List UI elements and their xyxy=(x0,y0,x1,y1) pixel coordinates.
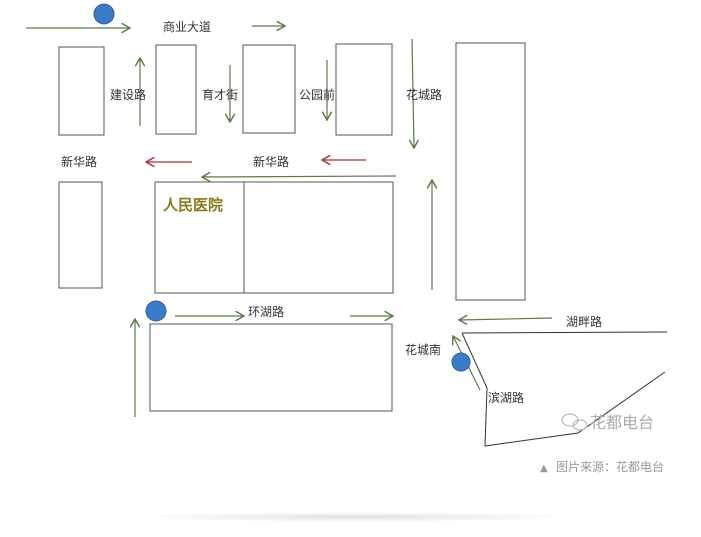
road-label: 商业大道 xyxy=(163,19,211,34)
location-marker[interactable] xyxy=(451,352,471,372)
block xyxy=(243,181,394,294)
hospital-label: 人民医院 xyxy=(163,196,223,214)
caption-icon: ▲ xyxy=(540,463,548,474)
location-marker[interactable] xyxy=(145,300,167,322)
road-label: 花城南 xyxy=(405,342,441,357)
road-label: 湖畔路 xyxy=(566,314,602,329)
block xyxy=(242,44,296,134)
image-source-caption: 图片来源：花都电台 xyxy=(556,459,664,474)
road-label: 新华路 xyxy=(253,154,289,169)
watermark: 花都电台 xyxy=(590,413,654,432)
block xyxy=(149,323,393,412)
block xyxy=(335,43,393,136)
road-label: 新华路 xyxy=(61,154,97,169)
road-label: 公园前 xyxy=(299,87,335,102)
arrow-west xyxy=(459,318,553,320)
block xyxy=(58,181,103,289)
block xyxy=(455,42,526,301)
page-shadow xyxy=(130,512,580,522)
block xyxy=(155,44,197,135)
road-label: 滨湖路 xyxy=(488,390,524,405)
road-label: 建设路 xyxy=(110,87,146,102)
arrow-west xyxy=(202,176,397,177)
hospital-block xyxy=(154,181,245,294)
road-label: 育才街 xyxy=(202,87,238,102)
arrow-south xyxy=(412,38,414,148)
location-marker[interactable] xyxy=(93,3,115,25)
wechat-icon xyxy=(561,413,588,431)
lake-outline xyxy=(461,331,668,447)
road-label: 环湖路 xyxy=(248,304,284,319)
road-label: 花城路 xyxy=(406,87,442,102)
block xyxy=(58,46,105,136)
